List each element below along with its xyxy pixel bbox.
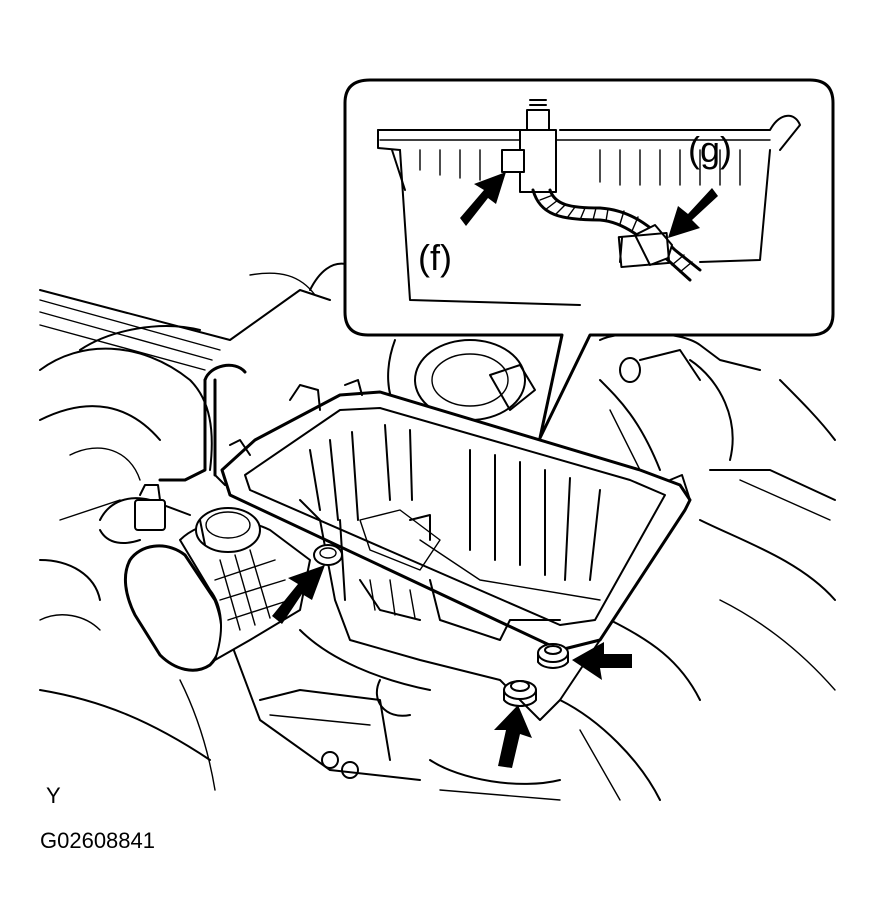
bolt-lower-left (503, 680, 537, 707)
bolt-lower-right (537, 643, 569, 669)
intake-duct (99, 363, 311, 672)
arrow-icon (572, 642, 632, 680)
arrow-icon (668, 188, 718, 238)
figure-code: G02608841 (40, 828, 155, 853)
callout-label-f: (f) (418, 237, 452, 278)
arrow-icon (494, 705, 532, 768)
air-cleaner-case (220, 379, 692, 721)
clamp-screw (313, 544, 343, 566)
detail-inset (343, 78, 835, 440)
arrow-icon (272, 565, 325, 624)
arrow-icon (460, 172, 506, 226)
view-letter: Y (46, 783, 61, 808)
callout-label-g: (g) (688, 129, 732, 170)
